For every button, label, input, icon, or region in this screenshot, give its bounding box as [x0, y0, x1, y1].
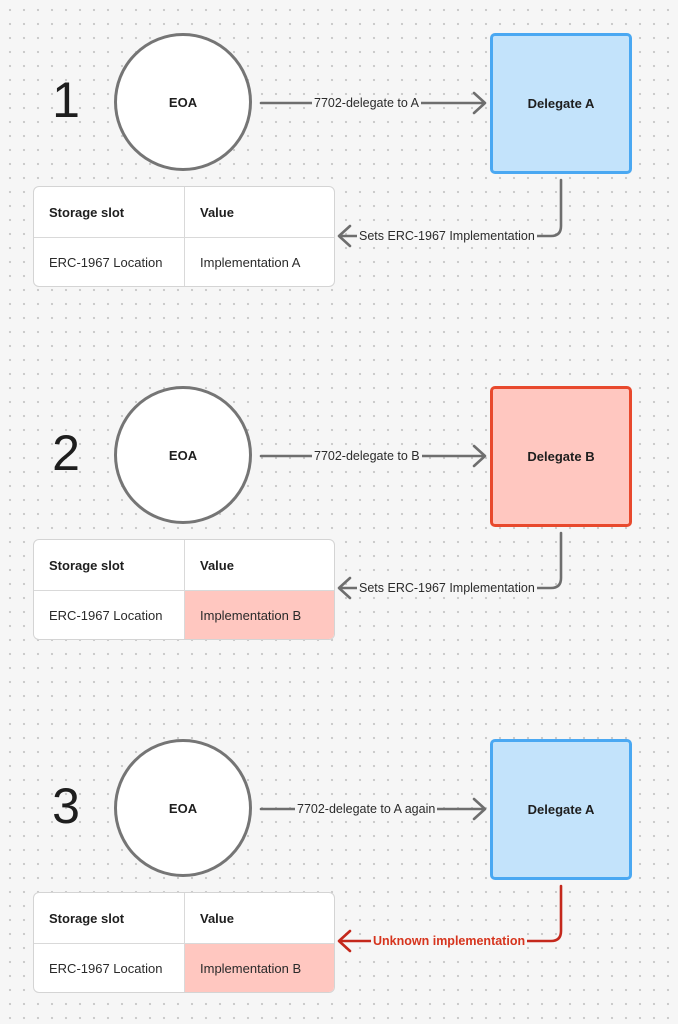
eoa-node: EOA — [114, 33, 252, 171]
table-header-value: Value — [184, 187, 334, 237]
return-arrow-label-alert: Unknown implementation — [371, 933, 528, 949]
table-header-slot: Storage slot — [49, 204, 125, 220]
return-arrow-label: Sets ERC-1967 Implementation — [357, 228, 537, 244]
step-number: 2 — [52, 425, 80, 481]
table-cell-value-highlighted: Implementation B — [184, 590, 334, 639]
step-3: 3 EOA Delegate A 7702-delegate to A agai… — [0, 706, 678, 1006]
table-cell-value: Implementation A — [184, 237, 334, 286]
step-number: 1 — [52, 72, 80, 128]
return-arrow-alert — [337, 884, 563, 953]
return-arrow-label: Sets ERC-1967 Implementation — [357, 580, 537, 596]
delegate-arrow-label: 7702-delegate to A again — [295, 801, 438, 817]
step-2: 2 EOA Delegate B 7702-delegate to B Sets… — [0, 353, 678, 653]
table-header-value: Value — [184, 893, 334, 943]
eoa-node: EOA — [114, 386, 252, 524]
delegate-node: Delegate B — [490, 386, 632, 527]
table-cell-value-highlighted: Implementation B — [184, 943, 334, 992]
return-arrow — [337, 178, 563, 248]
delegate-arrow-label: 7702-delegate to A — [312, 95, 421, 111]
eoa-node: EOA — [114, 739, 252, 877]
table-cell-slot: ERC-1967 Location — [34, 943, 184, 992]
table-cell-slot: ERC-1967 Location — [34, 590, 184, 639]
delegate-node: Delegate A — [490, 33, 632, 174]
return-arrow — [337, 531, 563, 600]
storage-table: Storage slot Value ERC-1967 Location Imp… — [33, 539, 335, 640]
table-header-value: Value — [184, 540, 334, 590]
delegate-node: Delegate A — [490, 739, 632, 880]
storage-table: Storage slot Value ERC-1967 Location Imp… — [33, 892, 335, 993]
storage-table: Storage slot Value ERC-1967 Location Imp… — [33, 186, 335, 287]
table-cell-slot: ERC-1967 Location — [34, 237, 184, 286]
table-header-slot: Storage slot — [49, 910, 125, 926]
step-number: 3 — [52, 778, 80, 834]
step-1: 1 EOA Delegate A 7702-delegate to A Sets… — [0, 0, 678, 300]
delegate-arrow-label: 7702-delegate to B — [312, 448, 422, 464]
table-header-slot: Storage slot — [49, 557, 125, 573]
